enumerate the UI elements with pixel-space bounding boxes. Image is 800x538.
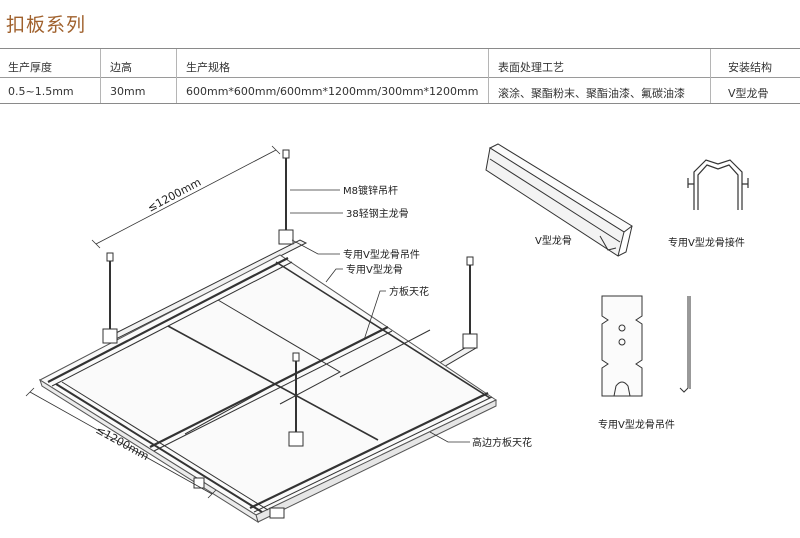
table-header-rule xyxy=(0,77,800,78)
header-thickness: 生产厚度 xyxy=(8,61,52,74)
table-divider xyxy=(176,49,177,103)
value-surface-treatment: 滚涂、聚酯粉末、聚酯油漆、氟碳油漆 xyxy=(498,87,685,100)
label-hanger-rod: M8镀锌吊杆 xyxy=(343,184,398,197)
label-v-keel-part: V型龙骨 xyxy=(535,234,572,247)
v-keel-connector-drawing xyxy=(687,159,749,210)
v-keel-part-drawing xyxy=(485,143,633,257)
v-keel-hanger-drawing xyxy=(601,295,691,397)
header-edge-height: 边高 xyxy=(110,61,132,74)
leader-lines xyxy=(290,189,470,443)
value-thickness: 0.5~1.5mm xyxy=(8,85,74,98)
label-v-keel-connector: 专用V型龙骨接件 xyxy=(668,236,745,249)
header-installation: 安装结构 xyxy=(728,61,772,74)
table-divider xyxy=(710,49,711,103)
label-main-keel: 38轻钢主龙骨 xyxy=(346,207,409,220)
label-v-keel: 专用V型龙骨 xyxy=(346,263,403,276)
value-specification: 600mm*600mm/600mm*1200mm/300mm*1200mm xyxy=(186,85,479,98)
table-bottom-rule xyxy=(0,103,800,104)
header-specification: 生产规格 xyxy=(186,61,230,74)
dimension-lines xyxy=(25,145,281,499)
ceiling-grid-drawing xyxy=(38,149,498,524)
value-installation: V型龙骨 xyxy=(728,87,769,100)
table-top-rule xyxy=(0,48,800,49)
label-v-keel-hanger-part: 专用V型龙骨吊件 xyxy=(598,418,675,431)
header-surface-treatment: 表面处理工艺 xyxy=(498,61,564,74)
value-edge-height: 30mm xyxy=(110,85,146,98)
page-title: 扣板系列 xyxy=(6,14,87,36)
label-square-panel: 方板天花 xyxy=(389,285,429,298)
label-high-edge-panel: 高边方板天花 xyxy=(472,436,532,449)
dimension-top-label: ≤1200mm xyxy=(145,176,203,215)
table-divider xyxy=(100,49,101,103)
table-divider xyxy=(488,49,489,103)
label-v-keel-hanger: 专用V型龙骨吊件 xyxy=(343,248,420,261)
